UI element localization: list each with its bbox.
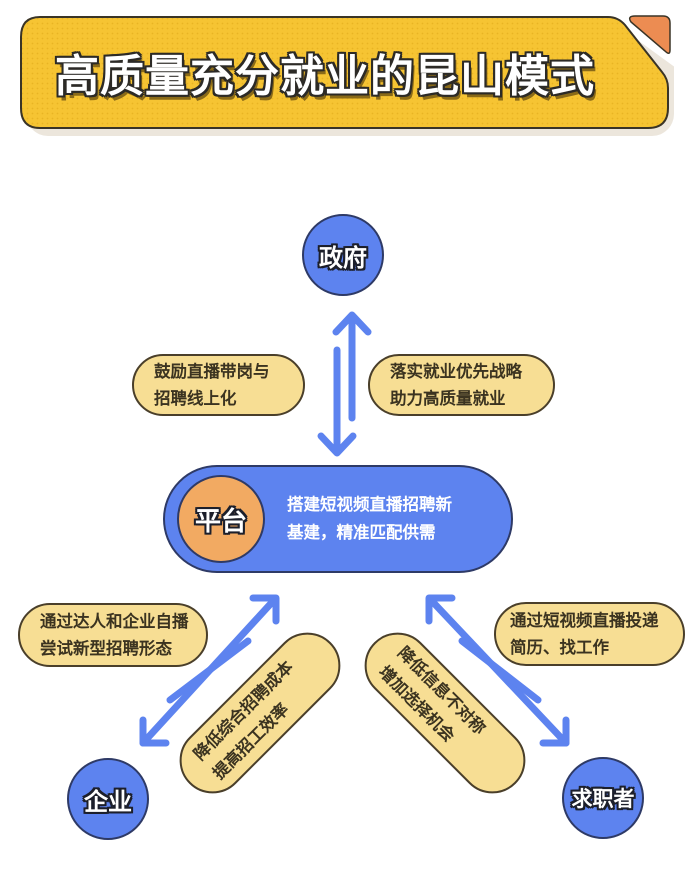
platform-description: 搭建短视频直播招聘新 基建，精准匹配供需 (287, 491, 502, 547)
arrow-down-to-platform (317, 346, 357, 457)
page-title: 高质量充分就业的昆山模式 (55, 51, 595, 102)
node-enterprise: 企业 (67, 758, 149, 840)
relation-text: 落实就业优先战略 (390, 362, 522, 381)
relation-pill-job-seeker-to-platform: 通过短视频直播投递 简历、找工作 (494, 602, 685, 666)
relation-pill-government-to-platform: 落实就业优先战略 助力高质量就业 (368, 354, 555, 416)
relation-text: 通过达人和企业自播 (40, 612, 189, 631)
relation-pill-enterprise-to-platform: 通过达人和企业自播 尝试新型招聘形态 (18, 603, 208, 667)
node-government: 政府 (302, 214, 384, 296)
relation-text: 鼓励直播带岗与 (154, 362, 270, 381)
relation-text: 简历、找工作 (510, 638, 609, 657)
relation-text: 助力高质量就业 (390, 389, 506, 408)
relation-text: 通过短视频直播投递 (510, 611, 659, 630)
corner-triangle-icon (628, 15, 671, 54)
relation-text: 尝试新型招聘形态 (40, 639, 172, 658)
arrow-up-to-government (332, 311, 372, 422)
relation-pill-platform-to-government: 鼓励直播带岗与 招聘线上化 (132, 354, 305, 416)
header-banner: 高质量充分就业的昆山模式 (20, 16, 669, 129)
relation-text: 招聘线上化 (154, 389, 237, 408)
platform-bar: 平台 搭建短视频直播招聘新 基建，精准匹配供需 (163, 465, 513, 573)
arrow-enterprise-platform-inner (166, 637, 252, 704)
banner-shape (20, 16, 669, 129)
arrow-platform-job-seeker-inner (458, 637, 542, 704)
platform-description-line: 基建，精准匹配供需 (287, 523, 436, 542)
node-platform: 平台 (177, 475, 265, 563)
node-job-seeker: 求职者 (562, 757, 644, 839)
platform-description-line: 搭建短视频直播招聘新 (287, 495, 452, 514)
